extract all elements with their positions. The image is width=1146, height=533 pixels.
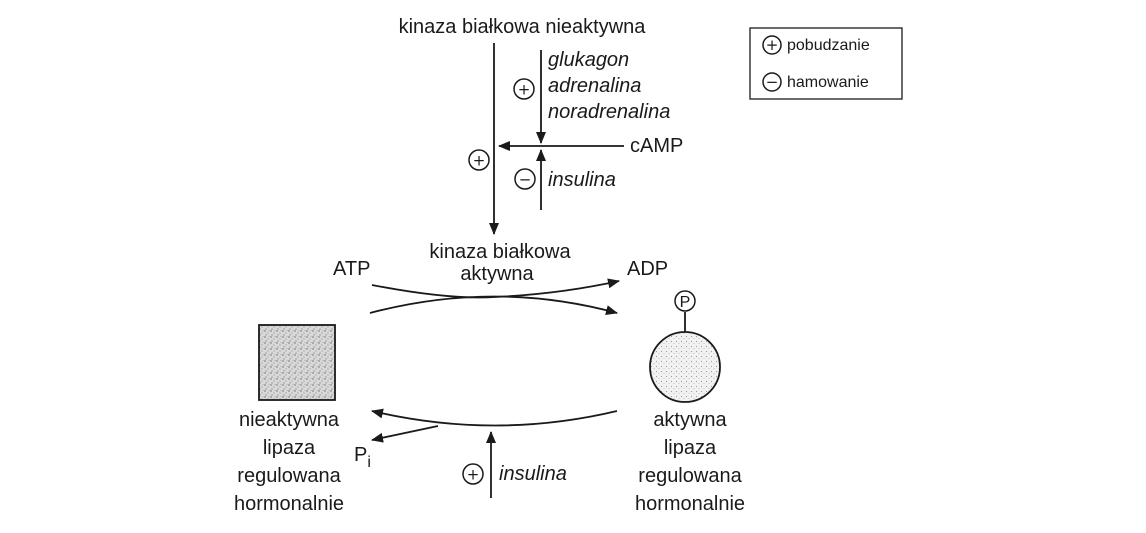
active-kinase-label-line2: aktywna — [460, 263, 534, 285]
active-lipase-shape — [649, 331, 721, 403]
active-lipase-label-2: lipaza — [664, 437, 717, 459]
adrenaline-label: adrenalina — [548, 75, 641, 97]
active-lipase-label-1: aktywna — [653, 409, 727, 431]
active-lipase-label-3: regulowana — [638, 465, 742, 487]
insulin-stimulator-label: insulina — [499, 463, 567, 485]
inactive-kinase-label: kinaza białkowa nieaktywna — [399, 16, 647, 38]
inactive-lipase-label-4: hormonalnie — [234, 493, 344, 515]
insulin-inhibitor-label: insulina — [548, 169, 616, 191]
svg-text:−: − — [519, 171, 532, 189]
svg-text:+: + — [467, 466, 480, 484]
inactive-lipase-label-1: nieaktywna — [239, 409, 340, 431]
inactive-lipase-shape — [258, 324, 336, 401]
svg-text:P: P — [680, 294, 691, 311]
glucagon-label: glukagon — [548, 49, 629, 71]
dephosphorylation-arrow — [371, 408, 618, 427]
atp-label: ATP — [333, 258, 370, 280]
plus-sign-icon: + — [462, 463, 484, 485]
inactive-lipase-label-3: regulowana — [237, 465, 341, 487]
svg-text:−: − — [766, 73, 779, 91]
plus-sign-icon: + — [513, 78, 535, 100]
inactive-lipase-label-2: lipaza — [263, 437, 316, 459]
camp-label: cAMP — [630, 135, 683, 157]
active-kinase-label-line1: kinaza białkowa — [429, 241, 571, 263]
legend-minus-icon: − — [762, 72, 782, 92]
minus-sign-icon: − — [514, 168, 536, 190]
noradrenaline-label: noradrenalina — [548, 101, 670, 123]
pi-release-arrow — [371, 425, 439, 443]
adp-label: ADP — [627, 258, 668, 280]
legend: + pobudzanie − hamowanie — [749, 27, 903, 100]
atp-to-adp-arrow — [371, 278, 620, 299]
phosphorylation-arrow — [369, 295, 618, 315]
legend-plus-label: pobudzanie — [787, 37, 870, 54]
svg-text:+: + — [766, 36, 779, 54]
active-lipase-label-4: hormonalnie — [635, 493, 745, 515]
pi-label: Pi — [354, 444, 371, 471]
plus-sign-icon: + — [468, 149, 490, 171]
legend-minus-label: hamowanie — [787, 74, 869, 91]
svg-text:+: + — [518, 81, 531, 99]
legend-plus-icon: + — [762, 35, 782, 55]
phosphate-icon: P — [674, 290, 696, 312]
svg-text:+: + — [473, 152, 486, 170]
